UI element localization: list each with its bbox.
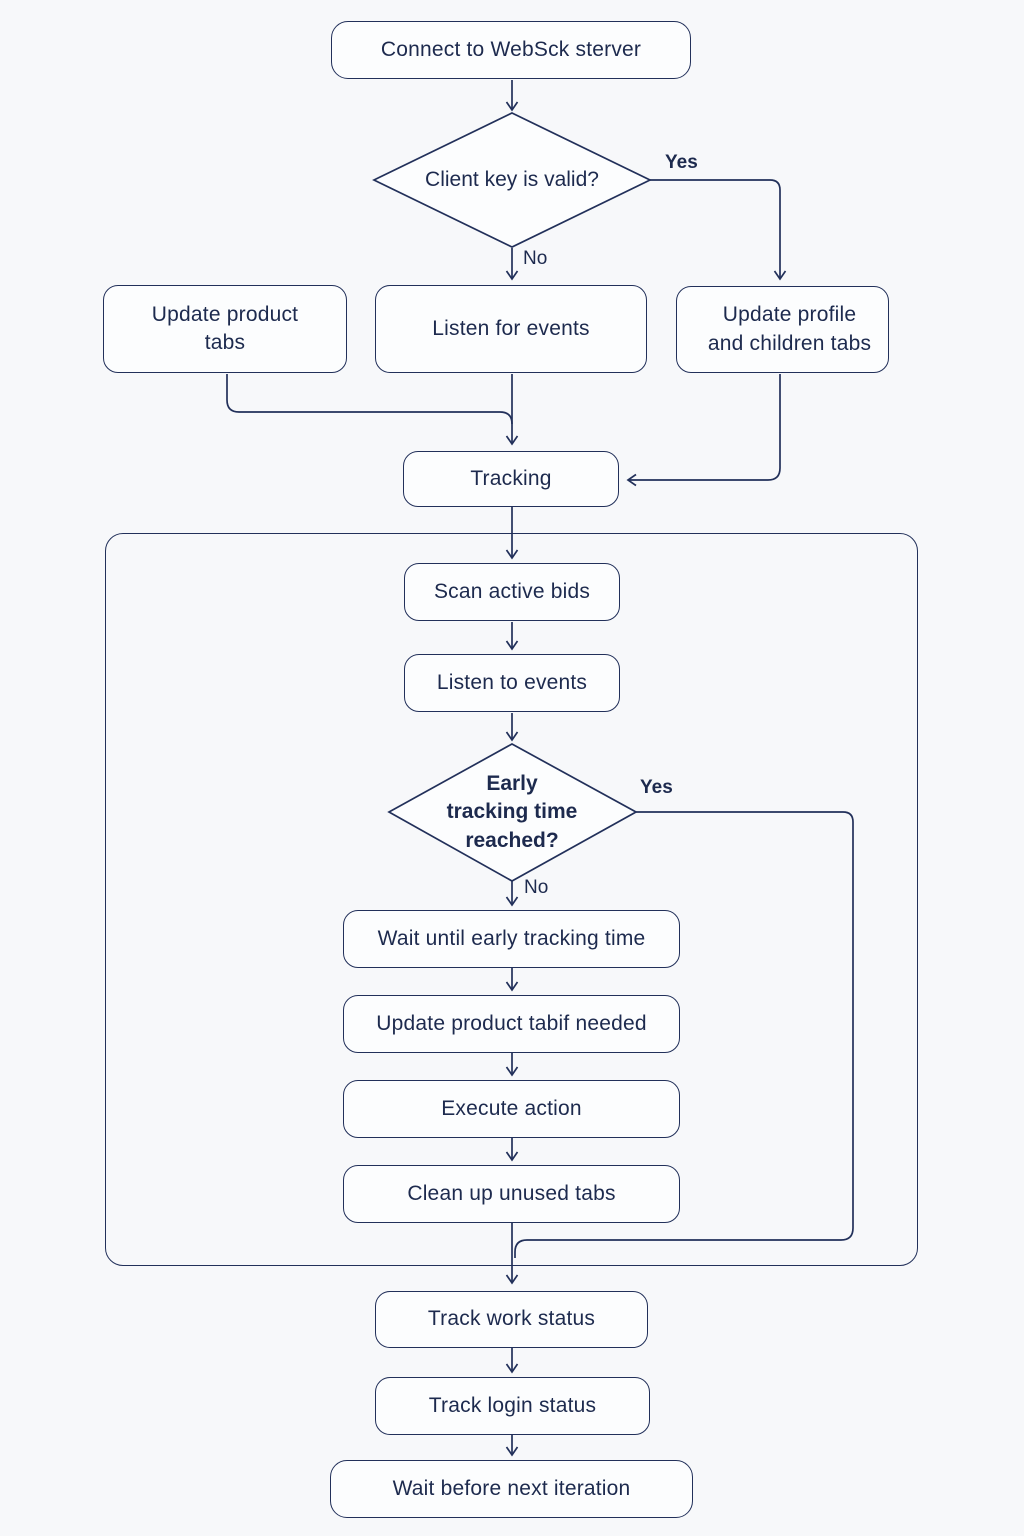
node-listen-for-events: Listen for events (375, 285, 647, 373)
node-label: Listen to events (436, 670, 588, 694)
node-label: Scan active bids (433, 579, 591, 603)
node-label: Update product tabs (151, 302, 299, 354)
node-label: Update profile and children tabs (707, 303, 872, 355)
edge-label-client-key-no: No (523, 248, 548, 269)
node-label: Wait before next iteration (392, 1476, 631, 1500)
node-clean-up-unused-tabs: Clean up unused tabs (343, 1165, 680, 1223)
node-update-profile-children-tabs: Update profile and children tabs (676, 286, 889, 373)
edge-label-early-time-yes: Yes (640, 777, 673, 798)
edge-update-product-tabs-merge (226, 374, 513, 425)
node-label: Tracking (470, 466, 552, 490)
decision-client-key-shape (372, 112, 652, 248)
edge-update-profile-to-tracking (626, 374, 781, 487)
decision-early-tracking-shape (387, 743, 638, 882)
node-update-product-tabs: Update product tabs (103, 285, 347, 373)
edge-early-yes-loop (514, 811, 854, 1258)
node-update-product-tab-if-needed: Update product tabif needed (343, 995, 680, 1053)
decision-client-key-label: Client key is valid? (425, 167, 599, 191)
node-tracking: Tracking (403, 451, 619, 507)
decision-early-tracking-label: Early tracking time reached? (446, 771, 578, 852)
node-track-work-status: Track work status (375, 1291, 648, 1348)
node-label: Clean up unused tabs (407, 1181, 616, 1205)
node-label: Execute action (441, 1096, 582, 1120)
node-label: Connect to WebSck sterver (380, 37, 642, 61)
node-wait-until-early-tracking-time: Wait until early tracking time (343, 910, 680, 968)
node-label: Update product tabif needed (376, 1011, 647, 1035)
node-label: Track login status (428, 1393, 597, 1417)
node-track-login-status: Track login status (375, 1377, 650, 1435)
node-execute-action: Execute action (343, 1080, 680, 1138)
edge-label-early-time-no: No (524, 877, 549, 898)
node-scan-active-bids: Scan active bids (404, 563, 620, 621)
node-label: Listen for events (432, 316, 590, 340)
edge-label-client-key-yes: Yes (665, 152, 698, 173)
node-label: Wait until early tracking time (377, 926, 646, 950)
node-wait-before-next-iteration: Wait before next iteration (330, 1460, 693, 1518)
node-connect-websocket-server: Connect to WebSck sterver (331, 21, 691, 79)
node-listen-to-events: Listen to events (404, 654, 620, 712)
node-label: Track work status (427, 1307, 596, 1331)
edge-key-yes-to-update-profile (650, 179, 787, 281)
